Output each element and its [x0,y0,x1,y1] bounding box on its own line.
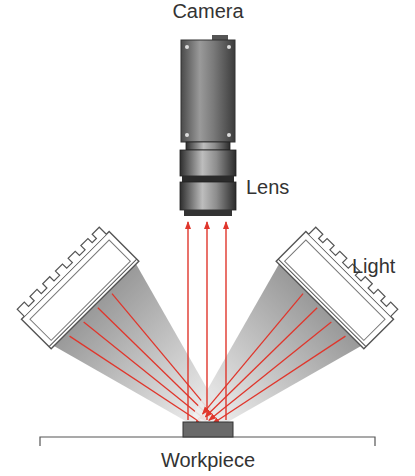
lens [180,142,236,216]
workpiece [183,422,233,437]
base-line [40,437,375,446]
part-label: Light [352,255,395,277]
light-left [14,224,257,467]
light-right [157,224,400,467]
part-label: Lens [246,176,289,198]
camera-body [181,40,235,142]
part-label: Camera [172,0,243,22]
part-label: Workpiece [161,449,255,471]
